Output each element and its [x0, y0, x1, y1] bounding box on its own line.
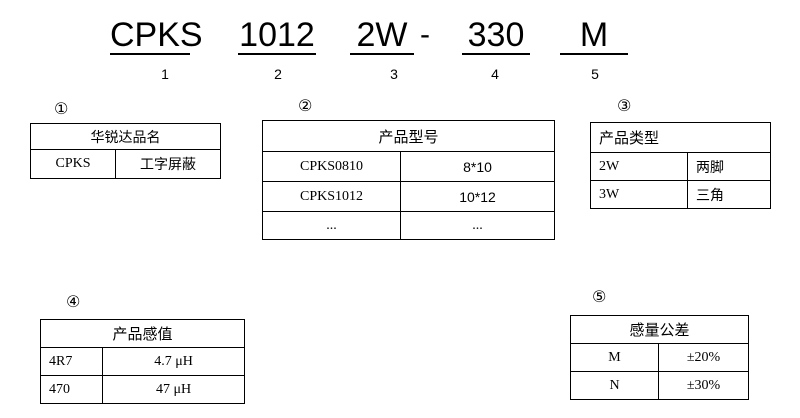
code-part-4: 330	[462, 14, 530, 56]
table-cell: 3W	[590, 180, 688, 209]
code-index-5: 5	[591, 66, 599, 82]
table-header: 华锐达品名	[30, 123, 221, 150]
table-cell: 2W	[590, 152, 688, 181]
table-cell: N	[570, 371, 659, 400]
code-part-2-text: 1012	[239, 16, 315, 54]
table-2-marker: ②	[298, 96, 313, 115]
code-part-3: 2W	[350, 14, 414, 56]
table-cell: ±20%	[657, 343, 750, 372]
table-inductance: 产品感值 4R7 4.7 μH 470 47 μH	[39, 319, 246, 404]
table-cell: CPKS1012	[262, 181, 401, 212]
table-row: ... ...	[262, 211, 556, 240]
table-cell: ±30%	[657, 371, 750, 400]
table-row: 470 47 μH	[40, 375, 246, 404]
code-index-2: 2	[274, 66, 282, 82]
table-row: N ±30%	[570, 371, 750, 400]
table-row: CPKS0810 8*10	[262, 151, 556, 182]
table-3-marker: ③	[617, 96, 632, 115]
table-cell: 470	[40, 375, 103, 404]
code-index-3: 3	[390, 66, 398, 82]
table-cell: 4.7 μH	[101, 347, 246, 376]
code-separator: -	[420, 18, 430, 51]
table-cell: CPKS0810	[262, 151, 401, 182]
table-5-marker: ⑤	[592, 287, 607, 306]
table-header: 感量公差	[569, 315, 750, 344]
table-tolerance: 感量公差 M ±20% N ±30%	[569, 315, 750, 400]
table-cell: 47 μH	[101, 375, 246, 404]
table-header: 产品类型	[589, 122, 772, 153]
table-cell: ...	[399, 211, 556, 240]
table-row: CPKS 工字屏蔽	[30, 149, 221, 179]
table-product-model: 产品型号 CPKS0810 8*10 CPKS1012 10*12 ... ..…	[261, 120, 556, 240]
code-part-1-underline	[110, 53, 190, 55]
table-cell: ...	[262, 211, 401, 240]
table-row: 4R7 4.7 μH	[40, 347, 246, 376]
code-part-4-underline	[462, 53, 530, 55]
code-part-5-text: M	[579, 16, 609, 54]
code-part-5: M	[560, 14, 628, 56]
table-row: 产品型号	[261, 120, 556, 152]
code-part-2-underline	[238, 53, 316, 55]
code-part-5-underline	[560, 53, 628, 55]
table-row: 产品感值	[39, 319, 246, 348]
code-part-1: CPKS	[110, 14, 203, 56]
table-row: 2W 两脚	[590, 152, 772, 181]
code-part-1-text: CPKS	[110, 16, 203, 54]
table-row: 感量公差	[569, 315, 750, 344]
table-row: 华锐达品名	[30, 123, 221, 150]
table-cell: 10*12	[399, 181, 556, 212]
table-header: 产品型号	[261, 120, 556, 152]
table-cell: 4R7	[40, 347, 103, 376]
table-product-type: 产品类型 2W 两脚 3W 三角	[589, 122, 772, 209]
table-cell: 三角	[686, 180, 772, 209]
table-4-marker: ④	[66, 292, 81, 311]
table-row: CPKS1012 10*12	[262, 181, 556, 212]
table-product-name: 华锐达品名 CPKS 工字屏蔽	[30, 123, 221, 179]
table-header: 产品感值	[39, 319, 246, 348]
table-cell: CPKS	[30, 149, 116, 179]
table-row: M ±20%	[570, 343, 750, 372]
table-1-marker: ①	[54, 99, 69, 118]
code-part-3-text: 2W	[356, 16, 408, 54]
code-part-2: 1012	[238, 14, 316, 56]
code-index-4: 4	[491, 66, 499, 82]
table-cell: 8*10	[399, 151, 556, 182]
code-part-3-underline	[350, 53, 414, 55]
table-cell: 工字屏蔽	[115, 149, 221, 179]
table-cell: M	[570, 343, 659, 372]
table-row: 产品类型	[589, 122, 772, 153]
table-row: 3W 三角	[590, 180, 772, 209]
code-part-4-text: 330	[467, 16, 525, 54]
table-cell: 两脚	[686, 152, 772, 181]
code-index-1: 1	[161, 66, 169, 82]
